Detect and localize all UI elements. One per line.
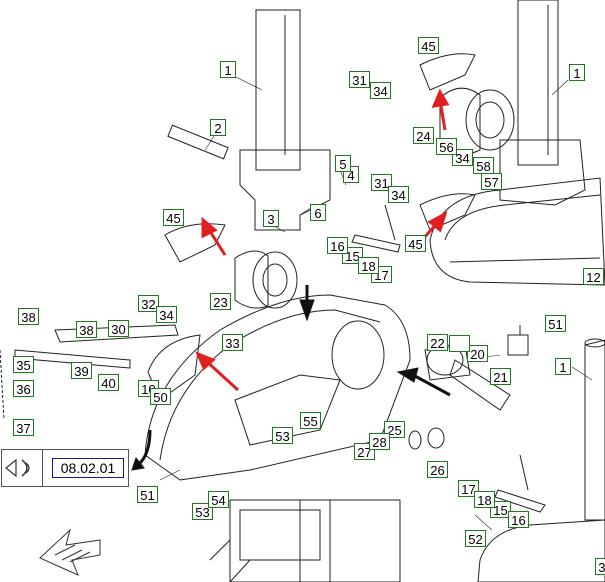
callout-31: 31 xyxy=(349,71,370,88)
callout-1: 1 xyxy=(555,358,571,375)
link-bar-35 xyxy=(14,349,131,369)
callout-32: 32 xyxy=(138,295,159,312)
vertical-post-left xyxy=(239,9,331,231)
callout-38: 38 xyxy=(18,308,39,325)
callout-16: 16 xyxy=(508,511,529,528)
callout-34: 34 xyxy=(370,82,391,99)
pin-part-2 xyxy=(167,124,229,160)
side-plate-45-center xyxy=(419,193,476,231)
cylinder-lower-right xyxy=(584,338,605,521)
view-reference-box: 08.02.01 xyxy=(1,449,129,487)
callout-33: 33 xyxy=(222,334,243,351)
red-arrows xyxy=(195,88,450,392)
callout-21: 21 xyxy=(490,368,511,385)
callout-51: 52 xyxy=(465,530,486,547)
callout-17: 17 xyxy=(458,480,479,497)
callout-6: 6 xyxy=(310,204,326,221)
callout-18: 18 xyxy=(358,257,379,274)
callout-15: 15 xyxy=(342,247,363,264)
callout-35: 35 xyxy=(13,356,34,373)
machine-body-bottom xyxy=(209,499,401,582)
callout-45: 45 xyxy=(163,209,184,226)
callout-58 xyxy=(449,335,470,352)
callout-36: 36 xyxy=(13,380,34,397)
callout-33: 33 xyxy=(595,558,605,575)
lever-bar-30 xyxy=(54,324,179,343)
callout-51: 51 xyxy=(137,486,158,503)
callout-22: 22 xyxy=(427,334,448,351)
callout-52: 53 xyxy=(192,503,213,520)
track-frame-lower-right xyxy=(477,519,605,582)
callout-3: 3 xyxy=(263,210,279,227)
callout-15: 15 xyxy=(490,501,511,518)
hub-assembly-left xyxy=(234,250,298,309)
side-plate-45-upper xyxy=(419,53,476,91)
callout-56: 57 xyxy=(481,173,502,190)
callout-2: 2 xyxy=(210,119,226,136)
callout-28: 28 xyxy=(369,433,390,450)
callout-26: 26 xyxy=(427,461,448,478)
callout-50: 51 xyxy=(545,315,566,332)
callout-12: 12 xyxy=(583,268,604,285)
callout-20: 20 xyxy=(467,345,488,362)
view-reference-label[interactable]: 08.02.01 xyxy=(52,458,124,478)
callout-55: 56 xyxy=(436,138,457,155)
callout-24: 24 xyxy=(413,127,434,144)
callout-53: 53 xyxy=(272,427,293,444)
callout-45: 45 xyxy=(405,235,426,252)
callout-57: 58 xyxy=(473,157,494,174)
side-plate-45-lower xyxy=(147,334,201,401)
direction-arrow-icon xyxy=(131,285,485,471)
callout-39: 39 xyxy=(71,362,92,379)
eye-icon xyxy=(5,450,43,486)
orientation-arrow-icon xyxy=(39,528,101,576)
callout-45: 45 xyxy=(418,37,439,54)
callout-18: 18 xyxy=(474,491,495,508)
callout-53: 54 xyxy=(208,491,229,508)
callout-31: 31 xyxy=(371,174,392,191)
sensor-bracket-50 xyxy=(507,325,529,356)
bearing-26 xyxy=(427,427,445,449)
callout-54: 55 xyxy=(300,412,321,429)
callout-37: 37 xyxy=(13,419,34,436)
callout-5: 5 xyxy=(335,155,351,172)
callout-1: 1 xyxy=(569,64,585,81)
callout-30: 30 xyxy=(108,320,129,337)
linkage-arm-lower xyxy=(494,489,546,513)
callout-23: 23 xyxy=(210,293,231,310)
callout-1: 1 xyxy=(220,61,236,78)
linkage-arm-upper xyxy=(351,234,401,253)
callout-38: 38 xyxy=(76,321,97,338)
seal-25 xyxy=(408,430,422,450)
callout-16: 16 xyxy=(327,237,348,254)
callout-34: 34 xyxy=(452,149,473,166)
callout-40: 40 xyxy=(98,374,119,391)
callout-10: 10 xyxy=(138,380,159,397)
callout-34: 34 xyxy=(388,186,409,203)
callout-34: 34 xyxy=(156,306,177,323)
vertical-post-right xyxy=(499,0,586,206)
chain-36 xyxy=(0,349,5,421)
callout-45: 50 xyxy=(150,388,171,405)
